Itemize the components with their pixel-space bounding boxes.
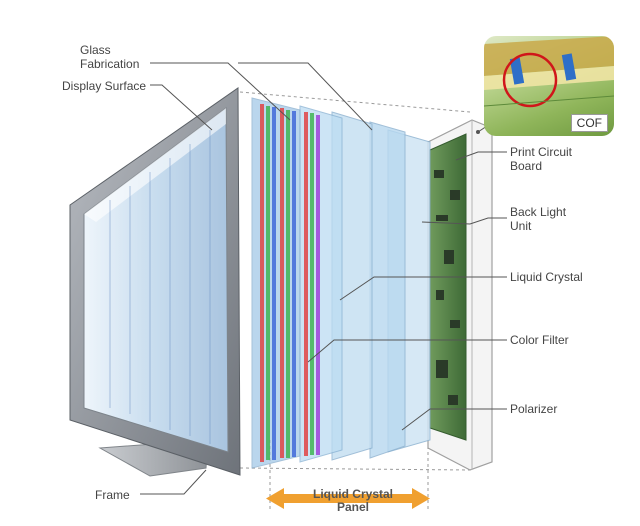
display-surface-label: Display Surface (62, 79, 147, 93)
print-circuit-board-label: Print Circuit Board (510, 145, 573, 173)
polarizer-sheet (369, 121, 406, 459)
back-light-unit-label: Back Light Unit (510, 205, 567, 233)
cof-inset-art (484, 36, 614, 108)
pcb-chips (434, 170, 460, 405)
color-filter-label: Color Filter (510, 333, 569, 347)
cof-inset-photo: COF (484, 36, 614, 136)
frame-label: Frame (95, 488, 130, 502)
liquid-crystal-label: Liquid Crystal (510, 270, 583, 284)
pcb-board (429, 133, 467, 441)
screen-lines (109, 130, 211, 444)
layer-sheets (251, 97, 431, 469)
cof-label: COF (570, 114, 608, 132)
cof-highlight-circle (502, 52, 558, 108)
liquid-crystal-panel-label: Liquid Crystal Panel (312, 487, 393, 514)
perspective-guides (239, 91, 471, 510)
panel-dimension-arrow (266, 488, 430, 509)
leader-lines (140, 62, 509, 495)
glass-fabrication-label: Glass Fabrication (80, 43, 140, 71)
polarizer-label: Polarizer (510, 402, 558, 416)
color-filter-stripes (260, 104, 320, 462)
